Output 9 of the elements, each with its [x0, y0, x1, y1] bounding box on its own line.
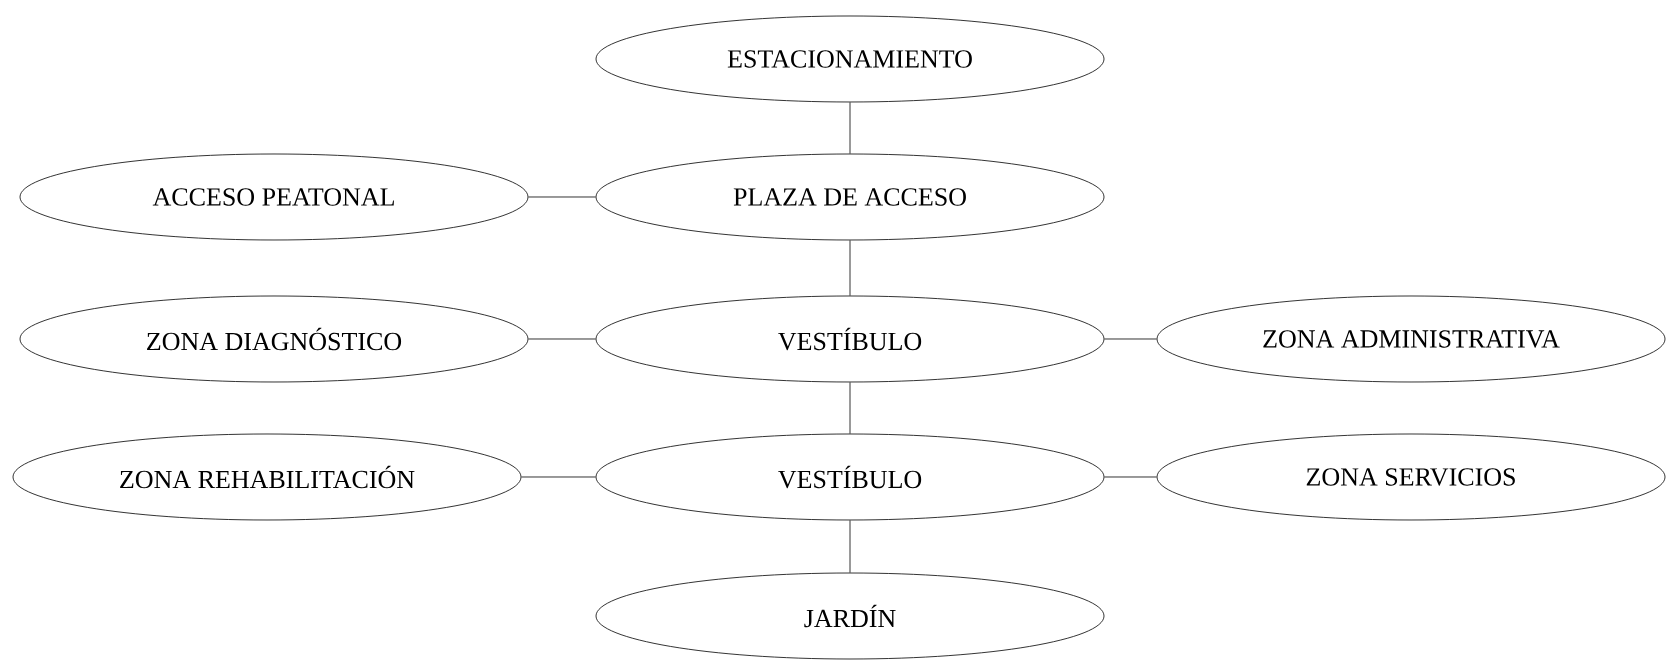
connector-line — [849, 102, 851, 154]
connector-line — [1104, 338, 1157, 340]
connector-line — [849, 382, 851, 434]
connector-line — [521, 476, 596, 478]
connector-line — [1104, 476, 1157, 478]
connector-line — [849, 520, 851, 573]
connector-line — [849, 240, 851, 296]
connector-line — [528, 196, 596, 198]
connector-line — [528, 338, 596, 340]
